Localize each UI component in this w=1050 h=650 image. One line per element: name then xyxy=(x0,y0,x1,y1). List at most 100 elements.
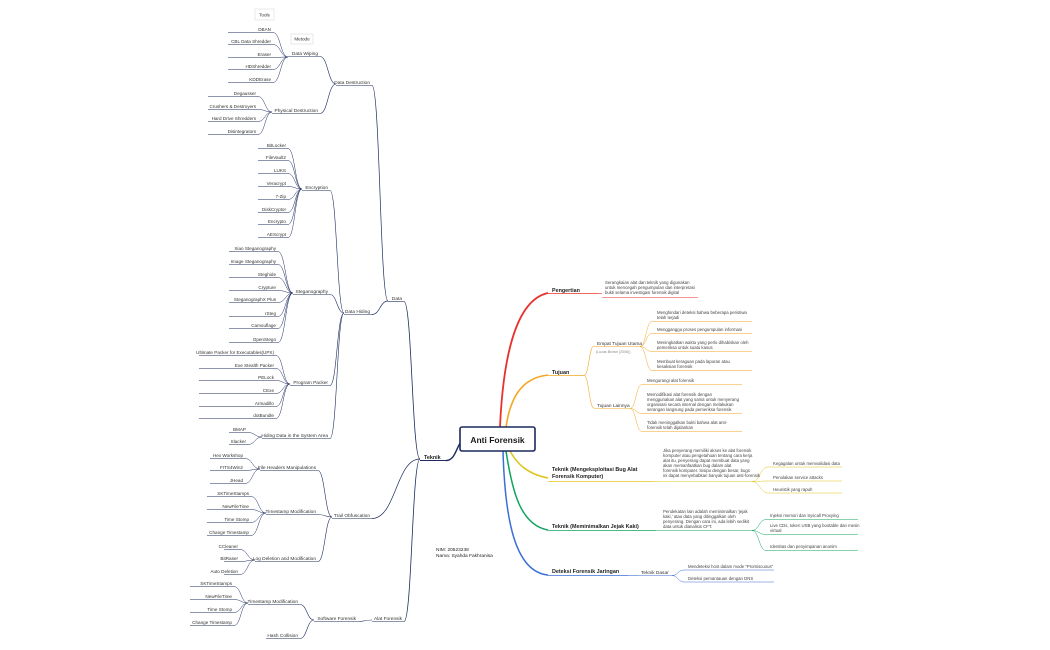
hiding-system-item: BMAP xyxy=(233,427,246,432)
jejak-item: Live CDs, token USB yang bootable dan me… xyxy=(770,523,860,533)
trail-branch xyxy=(371,458,421,519)
steganography-item: Steghide xyxy=(258,272,277,277)
encryption-branch xyxy=(287,186,303,190)
data-wiping-branch xyxy=(272,56,289,70)
data-wiping-node: Data Wiping xyxy=(292,51,318,57)
tujuan-lainnya-node: Tujuan Lainnya xyxy=(597,403,630,409)
bug-node-line: Forensik Komputer) xyxy=(552,474,603,480)
physical-branch xyxy=(257,111,273,135)
empat-item-branch xyxy=(639,346,653,371)
tujuan-lainnya-item-line: Memodifikasi alat forensik dengan xyxy=(647,392,713,397)
teknik-to-center xyxy=(445,441,462,462)
bug-item: Heuristik yang rapuh xyxy=(773,487,813,492)
tujuan-lainnya-item-line: organisasi secara internal dengan melaku… xyxy=(647,402,734,407)
metode-box xyxy=(290,33,314,45)
file-headers-node: File Headers Manipulations xyxy=(258,465,317,471)
packer-item: Armadillo xyxy=(255,401,275,406)
jaringan-item: Mendeteksi host dalam mode "Promiscuous" xyxy=(688,564,774,569)
lainnya-item-branch xyxy=(629,384,643,409)
encryption-branch xyxy=(287,188,303,238)
trail-timestamp-branch xyxy=(250,512,267,536)
encryption-branch xyxy=(287,148,303,190)
jejak-text: Pendekatan lain adalah meminimalkan 'jej… xyxy=(663,509,750,529)
tujuan-lainnya-item: Memodifikasi alat forensik denganmenggun… xyxy=(647,392,740,412)
bug-node-line: Teknik (Mengeksploitasi Bug Alat xyxy=(552,467,638,473)
steganography-item: Xiao Steganography xyxy=(234,246,276,251)
packer-item: PELock xyxy=(258,375,275,380)
bug-item-branch xyxy=(751,481,769,494)
teknik-dasar-node: Teknik Dasar xyxy=(641,570,669,576)
log-branch xyxy=(317,516,333,562)
log-deletion-node: Log Deletion and Modification xyxy=(253,556,317,562)
hiding-system-branch xyxy=(247,432,263,438)
empat-tujuan-item-line: telah terjadi xyxy=(657,315,679,320)
file-header-branch xyxy=(317,470,333,518)
file-header-item: Hex Workshop xyxy=(213,453,243,458)
trail-timestamp-branch xyxy=(317,514,333,518)
hash-branch xyxy=(299,619,315,639)
jejak-item-line: Injeksi memori dan Syscall Proxying xyxy=(770,513,839,518)
bug-item: Kegagalan untuk memvalidasi data xyxy=(773,461,840,466)
physical-branch xyxy=(319,83,337,114)
hiding-system-item: Slacker xyxy=(231,439,247,444)
steganography-item: SteganographX Plus xyxy=(234,297,277,302)
packer-branch xyxy=(329,312,345,386)
empat-tujuan-item: Membuat keraguan pada laporan ataukesaks… xyxy=(657,359,730,369)
lainnya-branch xyxy=(583,375,595,409)
data-wiping-item: HDShredder xyxy=(245,64,271,69)
bug-text-line: Jika penyerang memiliki akses ke alat fo… xyxy=(663,448,752,453)
trail-timestamp-item: SKTimeStamps xyxy=(217,491,249,496)
trail-timestamp-branch xyxy=(250,509,267,514)
empat-tujuan-item-line: kesaksian forensik xyxy=(657,364,693,369)
software-timestamp-branch xyxy=(233,602,249,626)
jejak-text-line: penyerang. Dengan cara ini, ada lebih se… xyxy=(663,519,750,524)
hiding-system-node: Hiding Data in the System Area xyxy=(261,433,328,439)
data-wiping-item: CBL Data Shredder xyxy=(231,39,271,44)
data-hiding-node: Data Hiding xyxy=(345,309,370,315)
trail-timestamp-item: Time Stomp xyxy=(224,517,249,522)
pengertian-text-line: untuk mencegah pengumpulan dan interpret… xyxy=(605,285,695,290)
empat-tujuan-citation: (Lucas Brown (2006)) xyxy=(596,350,631,354)
encryption-item: 7-Zip xyxy=(276,194,287,199)
software-timestamp-item: Time Stomp xyxy=(207,607,232,612)
trail-timestamp-branch xyxy=(250,496,267,514)
steganography-item: rSteg xyxy=(265,311,276,316)
central-topic-box xyxy=(459,426,536,452)
data-wiping-branch xyxy=(272,56,289,58)
encryption-item: Veracrypt xyxy=(267,181,287,186)
steganography-branch xyxy=(277,251,294,294)
tujuan-branch xyxy=(505,374,549,428)
jejak-text-line: data untuk dianalisis CFT. xyxy=(663,524,712,529)
tujuan-lainnya-item-line: menggunakan alat yang sama untuk menyera… xyxy=(647,397,740,402)
alat-forensik-branch xyxy=(403,458,421,622)
steganography-item: Camouflage xyxy=(251,323,276,328)
tools-label: Tools xyxy=(259,13,270,18)
log-deletion-item: CCleaner xyxy=(219,544,239,549)
physical-destruction-node: Physical Destruction xyxy=(275,108,319,114)
tujuan-lainnya-item-line: forensik telah dijalankan xyxy=(647,425,694,430)
data-destruction-node: Data Destruction xyxy=(334,80,370,86)
physical-branch xyxy=(257,111,273,122)
software-timestamp-node: Timestamp Modification xyxy=(248,599,299,605)
encryption-item: FileVault2 xyxy=(266,155,287,160)
jejak-item-branch xyxy=(751,530,767,551)
tujuan-lainnya-item-line: Tidak meninggalkan bukti bahwa alat anti… xyxy=(647,420,728,425)
trail-timestamp-node: Timestamp Modification xyxy=(266,509,317,515)
physical-item: Disintegrators xyxy=(228,129,257,134)
pengertian-node: Pengertian xyxy=(552,288,580,294)
steganography-branch xyxy=(277,292,294,317)
data-hiding-branch xyxy=(371,300,389,315)
encryption-branch xyxy=(287,173,303,190)
software-timestamp-item: Change Timestamp xyxy=(192,620,232,625)
bug-item-branch xyxy=(751,480,769,482)
empat-tujuan-item: Meningkatkan waktu yang perlu dihabiskan… xyxy=(657,340,749,350)
steganography-item: OpenStego xyxy=(253,337,277,342)
software-timestamp-item: SKTimeStamps xyxy=(200,581,232,586)
pengertian-text: Serangkaian alat dan teknik yang digunak… xyxy=(605,280,695,295)
software-timestamp-branch xyxy=(233,602,249,613)
jaringan-item: Deteksi pemantauan dengan DNS xyxy=(688,576,753,581)
steganography-item: Image Steganography xyxy=(231,259,277,264)
bug-item-branch xyxy=(751,466,769,482)
